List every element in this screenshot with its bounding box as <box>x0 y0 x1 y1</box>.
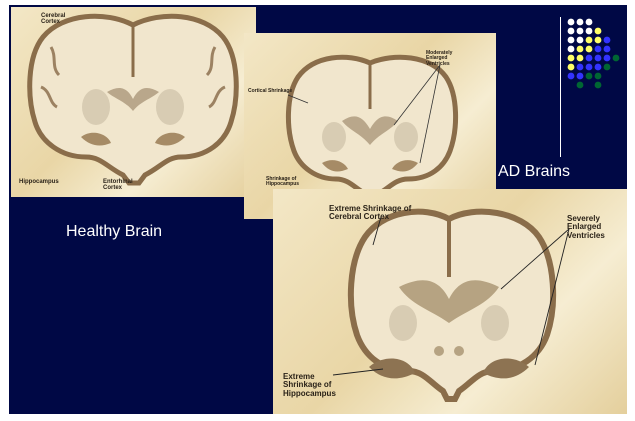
slide: Cerebral Cortex Hippocampus Entorhinal C… <box>9 5 627 414</box>
label-severely-enlarged-ventricles: Severely Enlarged Ventricles <box>567 215 605 240</box>
ad-brains-caption: AD Brains <box>498 163 570 181</box>
label-shrinkage-of-hippocampus: Shrinkage of Hippocampus <box>266 177 299 188</box>
dot-grid-cluster <box>568 19 620 89</box>
healthy-brain-drawing <box>11 7 256 197</box>
label-extreme-shrinkage-hippocampus: Extreme Shrinkage of Hippocampus <box>283 373 336 398</box>
healthy-brain-caption: Healthy Brain <box>66 223 162 241</box>
label-cerebral-cortex: Cerebral Cortex <box>41 13 65 26</box>
decorative-vertical-line <box>560 17 561 157</box>
label-cortical-shrinkage: Cortical Shrinkage <box>248 89 292 94</box>
decorative-dot-grid <box>565 16 627 102</box>
healthy-brain-illustration: Cerebral Cortex Hippocampus Entorhinal C… <box>11 7 256 197</box>
label-hippocampus: Hippocampus <box>19 179 59 185</box>
label-entorhinal-cortex: Entorhinal Cortex <box>103 179 133 192</box>
severe-ad-brain-illustration: Extreme Shrinkage of Cerebral Cortex Sev… <box>273 189 627 414</box>
label-moderately-enlarged-ventricles: Moderately Enlarged Ventricles <box>426 51 452 67</box>
label-extreme-shrinkage-cerebral-cortex: Extreme Shrinkage of Cerebral Cortex <box>329 205 411 222</box>
